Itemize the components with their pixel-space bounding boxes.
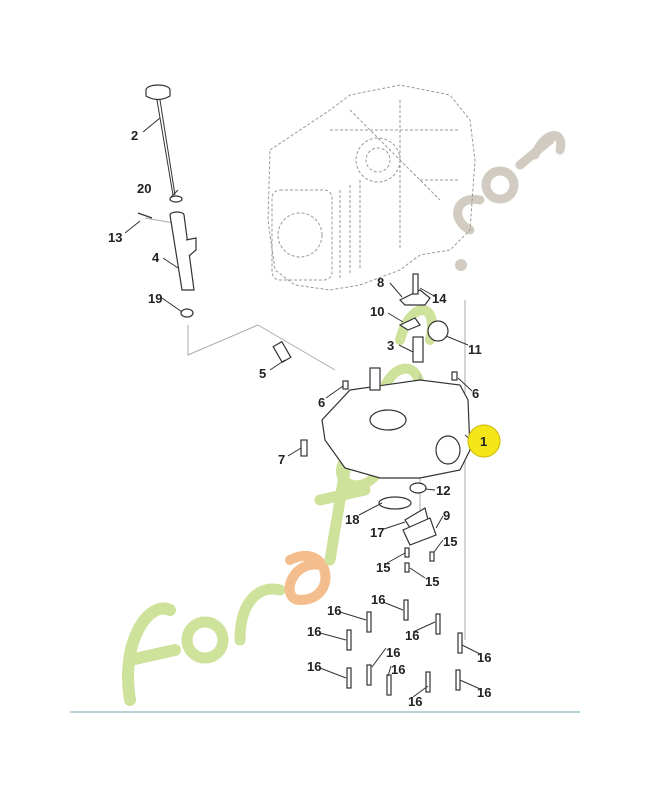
oil-pump [409, 482, 427, 494]
fitting [272, 340, 292, 364]
label-part-6[interactable]: 6 [472, 386, 479, 401]
label-part-17[interactable]: 17 [370, 525, 384, 540]
dowel-pin [451, 371, 458, 381]
label-part-9[interactable]: 9 [443, 508, 450, 523]
label-part-15[interactable]: 15 [376, 560, 390, 575]
label-part-7[interactable]: 7 [278, 452, 285, 467]
label-part-11[interactable]: 11 [468, 342, 482, 357]
label-part-8[interactable]: 8 [377, 275, 384, 290]
o-ring [180, 308, 194, 318]
label-part-19[interactable]: 19 [148, 291, 162, 306]
label-part-16[interactable]: 16 [371, 592, 385, 607]
lever [398, 317, 421, 331]
label-part-20[interactable]: 20 [137, 181, 151, 196]
label-part-14[interactable]: 14 [432, 291, 447, 306]
label-part-12[interactable]: 12 [436, 483, 450, 498]
label-part-16[interactable]: 16 [327, 603, 341, 618]
oil-seal [378, 496, 412, 510]
part-labels: 2 20 13 4 19 8 14 10 11 3 5 6 6 1 7 12 1… [108, 128, 491, 709]
crankcase-cover [321, 367, 471, 479]
bolts [346, 599, 463, 696]
dipstick [145, 84, 176, 196]
screw [404, 547, 410, 558]
label-part-2[interactable]: 2 [131, 128, 138, 143]
label-part-3[interactable]: 3 [387, 338, 394, 353]
screw [429, 551, 435, 562]
screw [404, 562, 410, 573]
label-part-13[interactable]: 13 [108, 230, 122, 245]
label-part-10[interactable]: 10 [370, 304, 384, 319]
label-part-1[interactable]: 1 [480, 434, 487, 449]
dipstick-tube [169, 211, 197, 291]
label-part-16[interactable]: 16 [477, 650, 491, 665]
label-part-16[interactable]: 16 [408, 694, 422, 709]
bolt [137, 212, 153, 219]
label-part-16[interactable]: 16 [405, 628, 419, 643]
label-part-16[interactable]: 16 [477, 685, 491, 700]
bolt [412, 273, 419, 295]
governor-gear [427, 320, 449, 342]
label-part-5[interactable]: 5 [259, 366, 266, 381]
engine-block-outline [267, 84, 476, 291]
label-part-6[interactable]: 6 [318, 395, 325, 410]
label-part-15[interactable]: 15 [443, 534, 457, 549]
label-part-15[interactable]: 15 [425, 574, 439, 589]
cover-plate [402, 517, 437, 546]
label-part-4[interactable]: 4 [152, 250, 160, 265]
label-part-18[interactable]: 18 [345, 512, 359, 527]
highlight-marker[interactable] [467, 424, 501, 458]
o-ring [169, 195, 183, 203]
label-part-16[interactable]: 16 [391, 662, 405, 677]
label-part-16[interactable]: 16 [386, 645, 400, 660]
dowel-pin [342, 380, 349, 390]
label-part-16[interactable]: 16 [307, 659, 321, 674]
clip [300, 439, 308, 457]
label-part-16[interactable]: 16 [307, 624, 321, 639]
leader-lines [124, 117, 481, 698]
breather-filter [412, 336, 424, 363]
